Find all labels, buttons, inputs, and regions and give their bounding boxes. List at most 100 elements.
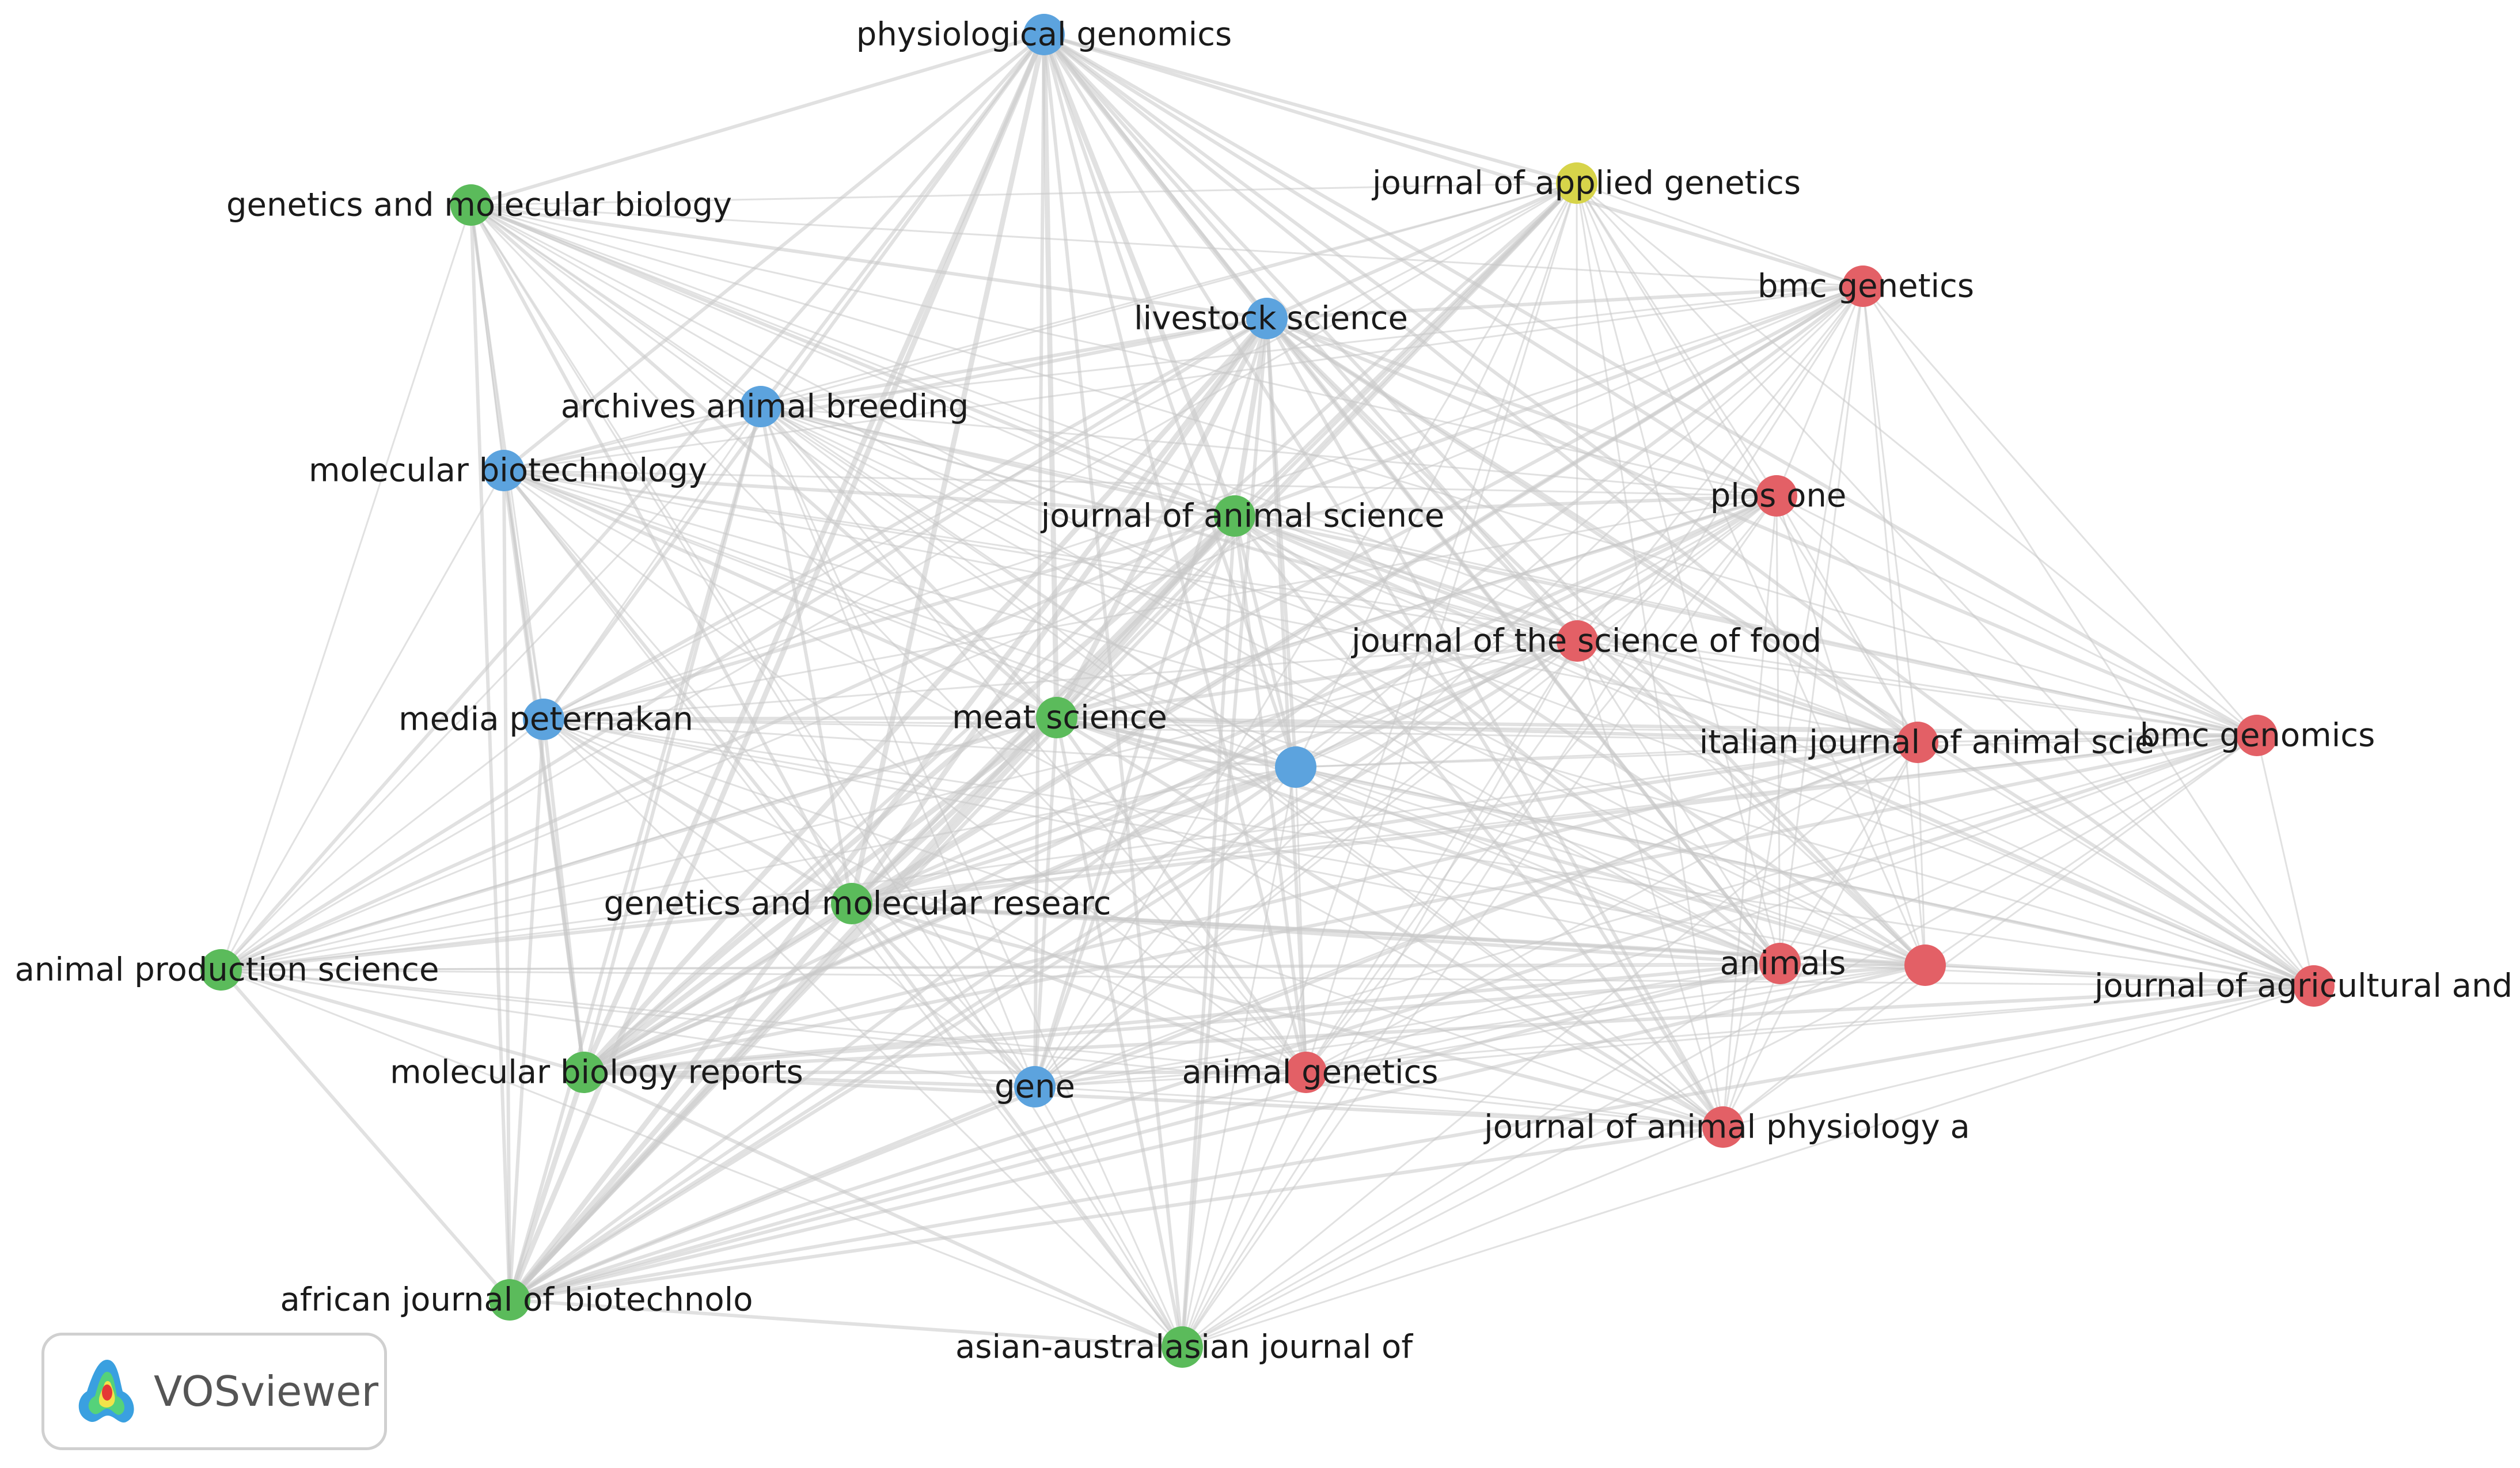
edge-bmc-genomics--animals <box>1779 734 2257 965</box>
edge-genetics-and-molecular-biology--livestock-science <box>470 203 1267 320</box>
label-archives-animal-breeding: archives animal breeding <box>561 388 969 426</box>
edge-italian-journal-of-animal-scie--animal-production-science <box>221 741 1918 971</box>
node-archives-animal-breeding[interactable] <box>740 386 781 427</box>
edge-genetics-and-molecular-biology--gene <box>470 204 1036 1087</box>
node-animal-production-science[interactable] <box>200 949 242 991</box>
node-unlabeled-red[interactable] <box>1904 944 1946 986</box>
label-animals: animals <box>1720 945 1846 983</box>
edge-bmc-genomics--asian-australasian-journal-of <box>1182 734 2257 1348</box>
node-livestock-science[interactable] <box>1246 298 1288 339</box>
edge-journal-of-the-science-of-food--gene <box>1034 640 1578 1088</box>
edge-unlabeled-blue--animal-production-science <box>221 766 1296 971</box>
edge-journal-of-applied-genetics--bmc-genetics <box>1576 182 1864 287</box>
label-physiological-genomics: physiological genomics <box>856 16 1232 54</box>
node-journal-of-agricultural-and[interactable] <box>2293 965 2335 1007</box>
edge-unlabeled-blue--bmc-genomics <box>1295 734 2257 768</box>
edge-journal-of-applied-genetics--livestock-science <box>1266 181 1578 320</box>
vosviewer-logo-text: VOSviewer <box>154 1367 379 1416</box>
edge-livestock-science--plos-one <box>1266 317 1777 498</box>
node-media-peternakan[interactable] <box>523 699 564 740</box>
edge-livestock-science--animal-production-science <box>220 317 1268 972</box>
edge-bmc-genetics--media-peternakan <box>543 285 1864 720</box>
edge-unlabeled-blue--asian-australasian-journal-of <box>1181 767 1297 1348</box>
edge-gene--animal-genetics <box>1034 1071 1307 1088</box>
edge-journal-of-agricultural-and--asian-australasian-journal-of <box>1182 985 2314 1348</box>
edge-archives-animal-breeding--animal-production-science <box>220 405 762 971</box>
edge-livestock-science--molecular-biotechnology <box>503 317 1267 472</box>
edge-bmc-genomics--molecular-biology-reports <box>583 734 2257 1074</box>
edge-physiological-genomics--media-peternakan <box>542 33 1046 720</box>
edge-bmc-genetics--unlabeled-red <box>1862 286 1926 966</box>
edge-media-peternakan--italian-journal-of-animal-scie <box>543 718 1918 744</box>
node-unlabeled-blue[interactable] <box>1275 746 1316 788</box>
edge-journal-of-the-science-of-food--animal-genetics <box>1305 640 1578 1073</box>
edge-physiological-genomics--italian-journal-of-animal-scie <box>1043 33 1919 744</box>
node-molecular-biology-reports[interactable] <box>563 1052 605 1093</box>
edge-animal-production-science--asian-australasian-journal-of <box>221 969 1183 1348</box>
edge-bmc-genomics--journal-of-agricultural-and <box>2256 735 2315 987</box>
label-plos-one: plos one <box>1710 477 1847 515</box>
label-gene: gene <box>995 1068 1075 1106</box>
edge-media-peternakan--animals <box>543 718 1781 965</box>
edge-animal-production-science--animal-genetics <box>221 969 1307 1074</box>
edge-journal-of-animal-science--journal-of-animal-physiology-a <box>1233 515 1725 1128</box>
edge-journal-of-animal-science--media-peternakan <box>543 514 1235 721</box>
edge-genetics-and-molecular-biology--journal-of-animal-science <box>470 203 1236 518</box>
edge-meat-science--journal-of-animal-physiology-a <box>1056 716 1724 1129</box>
edge-journal-of-applied-genetics--molecular-biology-reports <box>582 181 1578 1074</box>
edge-media-peternakan--unlabeled-blue <box>543 718 1296 768</box>
edge-livestock-science--molecular-biology-reports <box>582 316 1269 1075</box>
node-plos-one[interactable] <box>1756 475 1797 517</box>
edge-archives-animal-breeding--plos-one <box>760 405 1777 497</box>
edge-animal-genetics--journal-of-animal-physiology-a <box>1305 1071 1724 1128</box>
node-physiological-genomics[interactable] <box>1023 14 1065 55</box>
edge-livestock-science--journal-of-agricultural-and <box>1266 317 2315 988</box>
edge-meat-science--italian-journal-of-animal-scie <box>1056 716 1918 744</box>
edge-bmc-genetics--journal-of-animal-science <box>1234 285 1864 518</box>
edge-genetics-and-molecular-biology--genetics-and-molecular-researc <box>469 204 853 905</box>
node-asian-australasian-journal-of[interactable] <box>1162 1326 1203 1368</box>
edge-meat-science--molecular-biology-reports <box>582 715 1058 1075</box>
node-bmc-genomics[interactable] <box>2236 715 2278 756</box>
node-genetics-and-molecular-biology[interactable] <box>450 184 492 226</box>
edge-animal-production-science--journal-of-animal-physiology-a <box>221 969 1724 1128</box>
edge-livestock-science--meat-science <box>1054 317 1269 719</box>
node-meat-science[interactable] <box>1036 697 1077 738</box>
node-journal-of-the-science-of-food[interactable] <box>1557 620 1598 662</box>
node-journal-of-animal-science[interactable] <box>1214 495 1255 537</box>
edge-physiological-genomics--journal-of-applied-genetics <box>1043 33 1577 185</box>
edge-journal-of-animal-science--unlabeled-red <box>1234 514 1926 967</box>
node-genetics-and-molecular-researc[interactable] <box>831 883 872 924</box>
edge-journal-of-applied-genetics--journal-of-agricultural-and <box>1576 182 2315 987</box>
label-journal-of-animal-physiology-a: journal of animal physiology a <box>1483 1109 1970 1146</box>
node-bmc-genetics[interactable] <box>1842 265 1884 307</box>
node-journal-of-applied-genetics[interactable] <box>1556 162 1597 204</box>
label-bmc-genomics: bmc genomics <box>2140 717 2375 754</box>
edge-molecular-biotechnology--meat-science <box>503 469 1058 719</box>
edge-genetics-and-molecular-researc--animal-genetics <box>851 902 1307 1074</box>
edge-journal-of-applied-genetics--plos-one <box>1576 183 1778 496</box>
node-molecular-biotechnology[interactable] <box>483 450 525 491</box>
node-african-journal-of-biotechnolo[interactable] <box>489 1279 530 1321</box>
edge-unlabeled-blue--molecular-biology-reports <box>583 765 1297 1074</box>
label-journal-of-agricultural-and: journal of agricultural and <box>2093 968 2513 1005</box>
edge-journal-of-the-science-of-food--unlabeled-red <box>1576 640 1926 966</box>
edge-molecular-biology-reports--journal-of-animal-physiology-a <box>583 1071 1724 1129</box>
edge-livestock-science--asian-australasian-journal-of <box>1181 318 1269 1348</box>
node-italian-journal-of-animal-scie[interactable] <box>1897 722 1938 763</box>
edge-media-peternakan--meat-science <box>543 716 1057 721</box>
edge-media-peternakan--animal-production-science <box>221 718 544 971</box>
label-genetics-and-molecular-biology: genetics and molecular biology <box>226 187 732 224</box>
node-animals[interactable] <box>1759 943 1801 984</box>
label-molecular-biology-reports: molecular biology reports <box>390 1054 803 1091</box>
node-journal-of-animal-physiology-a[interactable] <box>1702 1106 1744 1148</box>
node-animal-genetics[interactable] <box>1285 1052 1327 1093</box>
edge-plos-one--bmc-genomics <box>1776 495 2257 737</box>
edge-media-peternakan--journal-of-agricultural-and <box>543 718 2314 987</box>
edge-archives-animal-breeding--meat-science <box>759 405 1058 719</box>
edge-plos-one--animal-genetics <box>1305 495 1778 1073</box>
node-gene[interactable] <box>1014 1066 1056 1107</box>
edge-meat-science--animals <box>1056 716 1781 965</box>
edge-molecular-biotechnology--animal-genetics <box>503 469 1307 1074</box>
